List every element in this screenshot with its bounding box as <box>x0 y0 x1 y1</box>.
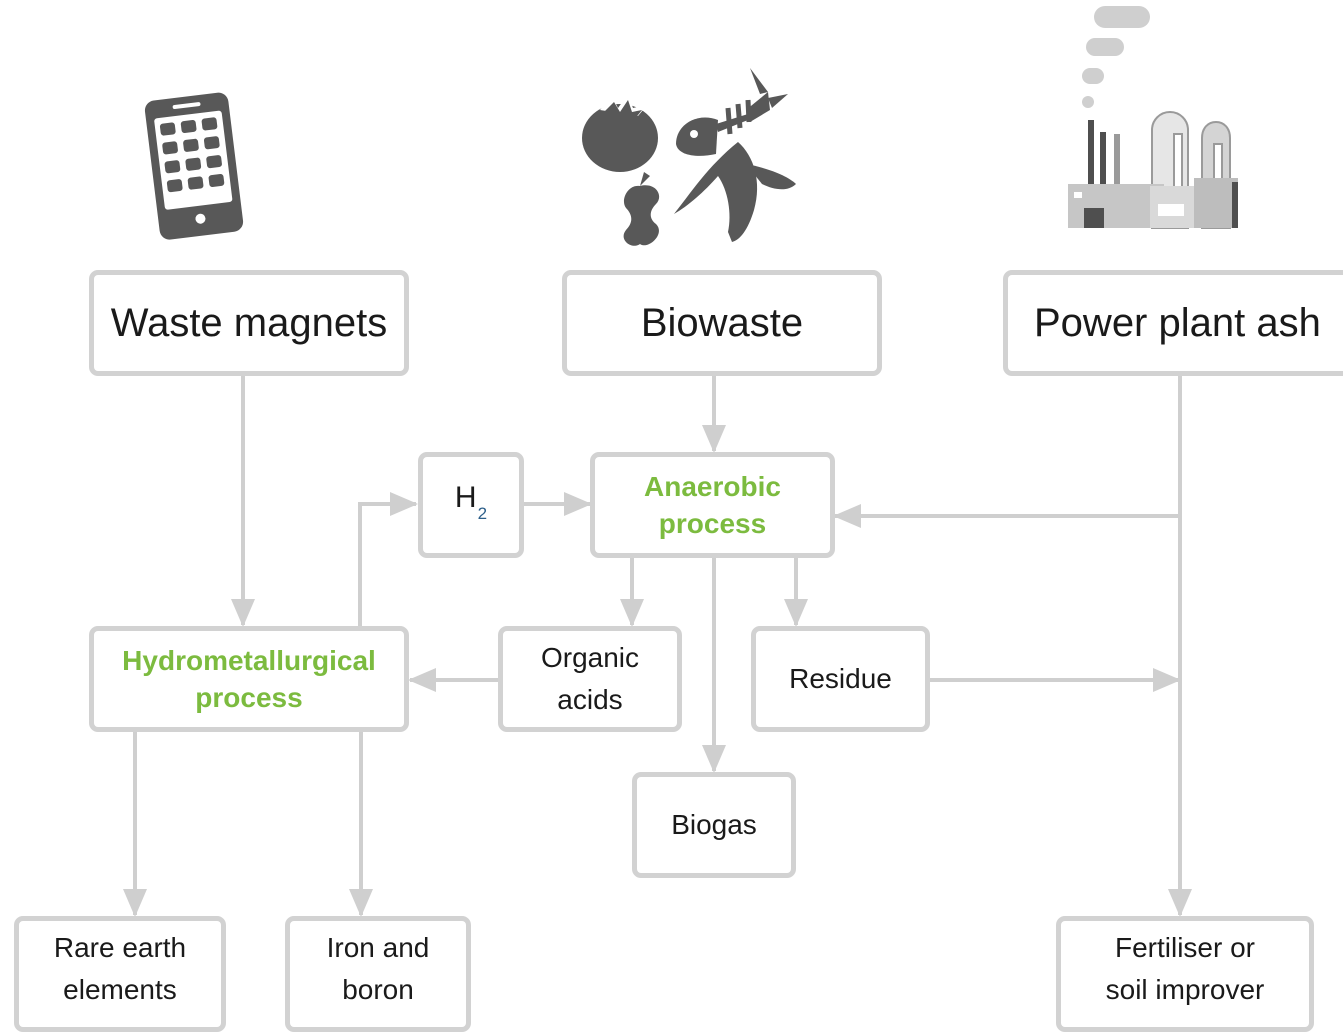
anaerobic-line1: Anaerobic <box>644 471 781 502</box>
iron-line2: boron <box>342 974 414 1005</box>
hydrometallurgical-process-box: Hydrometallurgical process <box>89 626 409 732</box>
biogas-box: Biogas <box>632 772 796 878</box>
anaerobic-process-box: Anaerobic process <box>590 452 835 558</box>
organic-line1: Organic <box>540 642 640 673</box>
residue-box: Residue <box>751 626 930 732</box>
fert-line1: Fertiliser or <box>1114 932 1255 963</box>
biowaste-label: Biowaste <box>640 300 804 345</box>
power-plant-ash-label: Power plant ash <box>1034 300 1321 345</box>
biowaste-box: Biowaste <box>562 270 882 376</box>
rare-earth-elements-box: Rare earth elements <box>14 916 226 1032</box>
arrow-hydro-to-h2 <box>358 492 418 628</box>
fert-line2: soil improver <box>1105 974 1265 1005</box>
residue-label: Residue <box>789 663 892 694</box>
food-waste-icon <box>582 68 796 246</box>
hydro-line1: Hydrometallurgical <box>122 645 376 676</box>
anaerobic-line2: process <box>658 508 767 539</box>
smartphone-icon <box>144 92 244 240</box>
power-plant-ash-box: Power plant ash <box>1003 270 1343 376</box>
iron-line1: Iron and <box>326 932 430 963</box>
rare-line2: elements <box>63 974 177 1005</box>
hydro-line2: process <box>195 682 303 713</box>
power-plant-icon <box>1068 6 1238 229</box>
h2-box: H2 <box>418 452 524 558</box>
biogas-label: Biogas <box>671 809 757 840</box>
rare-line1: Rare earth <box>53 932 187 963</box>
fertiliser-box: Fertiliser or soil improver <box>1056 916 1314 1032</box>
organic-line2: acids <box>557 684 623 715</box>
iron-and-boron-box: Iron and boron <box>285 916 471 1032</box>
waste-magnets-label: Waste magnets <box>110 300 388 345</box>
h2-subscript: 2 <box>477 503 488 523</box>
waste-magnets-box: Waste magnets <box>89 270 409 376</box>
h2-label: H2 <box>454 480 488 523</box>
organic-acids-box: Organic acids <box>498 626 682 732</box>
